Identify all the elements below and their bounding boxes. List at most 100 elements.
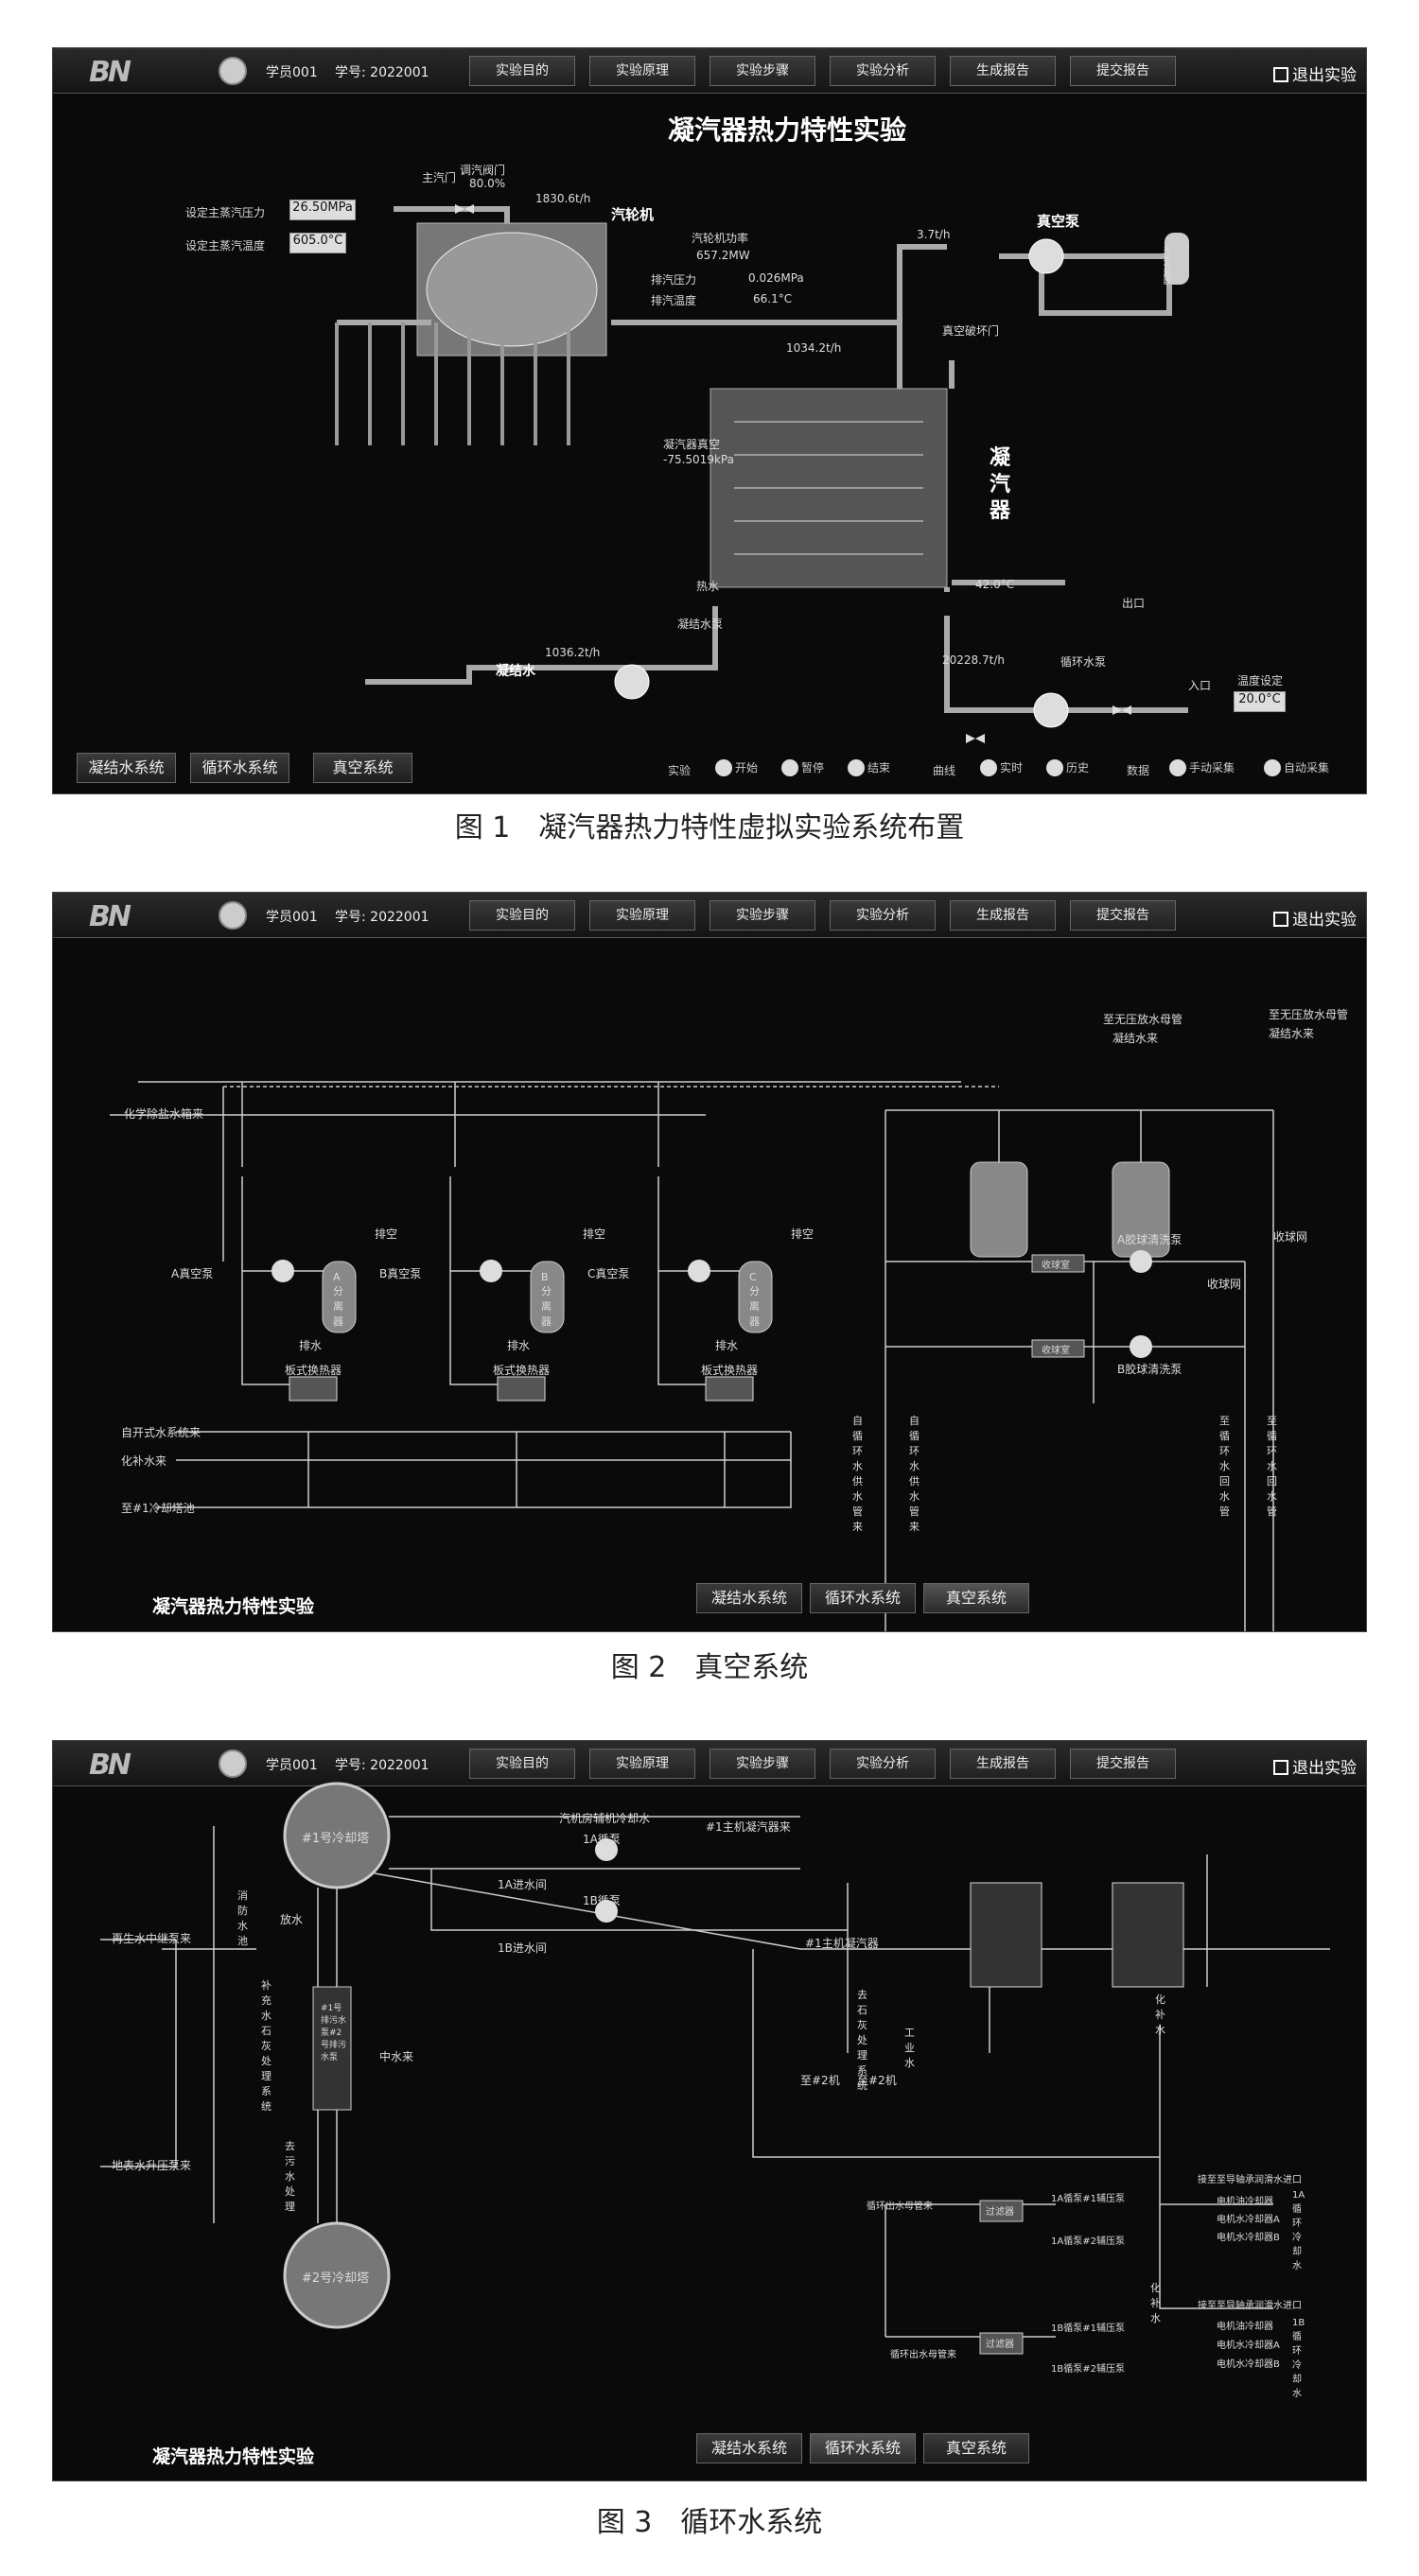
exit-button[interactable]: 退出实验 <box>1273 1754 1357 1778</box>
avatar <box>219 57 247 85</box>
tab-circulating[interactable]: 循环水系统 <box>810 2433 916 2463</box>
set-temp-label: 设定主蒸汽温度 <box>185 239 266 252</box>
nav-submit-report[interactable]: 提交报告 <box>1070 900 1176 931</box>
vent-b-label: 排空 <box>583 1227 606 1241</box>
power-label: 汽轮机功率 <box>692 232 749 245</box>
booster-2-label: 1A循泵#2辅压泵 <box>1051 2237 1125 2247</box>
history-button[interactable]: 历史 <box>1046 759 1089 776</box>
stop-button[interactable]: 结束 <box>848 759 890 776</box>
tab-circulating[interactable]: 循环水系统 <box>190 753 289 783</box>
pause-icon <box>781 759 798 776</box>
chem-makeup-label: 化补水来 <box>121 1454 167 1468</box>
experiment-label: 实验 <box>668 764 692 777</box>
pump-c-label: C真空泵 <box>587 1267 630 1280</box>
logo: BN <box>89 900 131 933</box>
circ-return-2: 至循环水回水管 <box>1267 1415 1277 1518</box>
nav-steps[interactable]: 实验步骤 <box>710 900 815 931</box>
start-button[interactable]: 开始 <box>715 759 758 776</box>
user-name: 学员001 <box>266 1758 318 1773</box>
nav-generate-report[interactable]: 生成报告 <box>950 1749 1056 1779</box>
avatar <box>219 901 247 930</box>
low-pressure-drain-label-2: 至无压放水母管 <box>1269 1008 1349 1021</box>
tab-condensate[interactable]: 凝结水系统 <box>77 753 176 783</box>
exhaust-temp-value: 66.1°C <box>753 292 793 305</box>
nav-purpose[interactable]: 实验目的 <box>469 1749 575 1779</box>
student-id: 学号: 2022001 <box>335 1758 429 1773</box>
pump-1b-label: 1B循泵 <box>583 1894 621 1907</box>
hx-b-label: 板式换热器 <box>493 1364 551 1377</box>
tab-condensate[interactable]: 凝结水系统 <box>696 2433 802 2463</box>
figure-1-caption: 图 1 凝汽器热力特性虚拟实验系统布置 <box>454 811 965 844</box>
tab-condensate[interactable]: 凝结水系统 <box>696 1583 802 1613</box>
exhaust-pressure-value: 0.026MPa <box>748 271 804 285</box>
to-unit2-label: 至#2机 <box>800 2074 840 2087</box>
nav-generate-report[interactable]: 生成报告 <box>950 900 1056 931</box>
curve-label: 曲线 <box>933 764 956 777</box>
makeup-label: 补充水石灰处理系统 <box>261 1979 272 2113</box>
pump-1b-shape <box>595 1900 618 1923</box>
nav-analysis[interactable]: 实验分析 <box>830 1749 936 1779</box>
student-id: 学号: 2022001 <box>335 65 429 80</box>
tab-circulating[interactable]: 循环水系统 <box>810 1583 916 1613</box>
condenser-a-shape <box>970 1882 1042 1988</box>
circ-in-label-1: 循环出水母管来 <box>867 2202 933 2212</box>
separator-a-shape <box>322 1261 357 1333</box>
pause-button[interactable]: 暂停 <box>781 759 824 776</box>
exit-button[interactable]: 退出实验 <box>1273 906 1357 930</box>
auto-collect-button[interactable]: 自动采集 <box>1264 759 1329 776</box>
aux-cooling-label: 汽机房辅机冷却水 <box>559 1812 651 1825</box>
exhaust-pressure-label: 排汽压力 <box>651 273 697 287</box>
play-icon <box>715 759 732 776</box>
realtime-button[interactable]: 实时 <box>980 759 1023 776</box>
exit-icon <box>1273 1760 1288 1775</box>
tab-vacuum[interactable]: 真空系统 <box>313 753 412 783</box>
drain-a-label: 排水 <box>299 1339 323 1352</box>
temp-set-label: 温度设定 <box>1237 674 1284 688</box>
vacuum-label: 凝汽器真空 <box>663 438 721 451</box>
hx-c-shape <box>705 1376 754 1401</box>
temp-set-input[interactable]: 20.0°C <box>1234 691 1286 712</box>
motor-water-cooler-b-2: 电机水冷却器B <box>1217 2359 1280 2370</box>
condensate-in-label: 凝结水来 <box>1112 1032 1159 1045</box>
outlet-label: 出口 <box>1122 597 1146 610</box>
user-name: 学员001 <box>266 65 318 80</box>
figure-2-caption: 图 2 真空系统 <box>610 1651 809 1684</box>
nav-steps[interactable]: 实验步骤 <box>710 56 815 86</box>
vacuum-break-valve-label: 真空破坏门 <box>942 324 1000 338</box>
logo: BN <box>89 1749 131 1782</box>
tab-vacuum[interactable]: 真空系统 <box>923 1583 1029 1613</box>
chem-fill-label-2: 化补水 <box>1150 2282 1161 2324</box>
nav-principle[interactable]: 实验原理 <box>589 56 695 86</box>
tab-vacuum[interactable]: 真空系统 <box>923 2433 1029 2463</box>
motor-oil-cooler-2: 电机油冷却器 <box>1217 2322 1273 2332</box>
nav-purpose[interactable]: 实验目的 <box>469 56 575 86</box>
drain-label: 放水 <box>280 1913 304 1926</box>
industrial-water-label: 工业水 <box>904 2027 915 2069</box>
set-pressure-input[interactable]: 26.50MPa <box>289 200 356 220</box>
chem-fill-label: 化补水 <box>1155 1993 1165 2036</box>
set-temp-input[interactable]: 605.0°C <box>289 233 346 253</box>
nav-analysis[interactable]: 实验分析 <box>830 56 936 86</box>
nav-analysis[interactable]: 实验分析 <box>830 900 936 931</box>
sewer-label: 去污水处理 <box>285 2140 295 2213</box>
pump-a-shape <box>272 1260 294 1282</box>
manual-collect-button[interactable]: 手动采集 <box>1169 759 1235 776</box>
user-name: 学员001 <box>266 910 318 925</box>
nav-purpose[interactable]: 实验目的 <box>469 900 575 931</box>
footer-title: 凝汽器热力特性实验 <box>152 2446 315 2467</box>
ball-room-a: 收球室 <box>1042 1261 1070 1271</box>
nav-submit-report[interactable]: 提交报告 <box>1070 1749 1176 1779</box>
hx-b-shape <box>497 1376 546 1401</box>
nav-principle[interactable]: 实验原理 <box>589 1749 695 1779</box>
exit-icon <box>1273 67 1288 82</box>
nav-steps[interactable]: 实验步骤 <box>710 1749 815 1779</box>
nav-principle[interactable]: 实验原理 <box>589 900 695 931</box>
outlet-temp-value: 42.0°C <box>975 578 1015 591</box>
turbine-label: 汽轮机 <box>611 206 655 223</box>
lube-in-label-1: 接至至导轴承润滑水进口 <box>1198 2175 1302 2185</box>
nav-generate-report[interactable]: 生成报告 <box>950 56 1056 86</box>
nav-submit-report[interactable]: 提交报告 <box>1070 56 1176 86</box>
feed-1b-label: 1B进水间 <box>498 1941 547 1955</box>
exit-button[interactable]: 退出实验 <box>1273 61 1357 85</box>
motor-water-cooler-a-2: 电机水冷却器A <box>1217 2341 1280 2351</box>
